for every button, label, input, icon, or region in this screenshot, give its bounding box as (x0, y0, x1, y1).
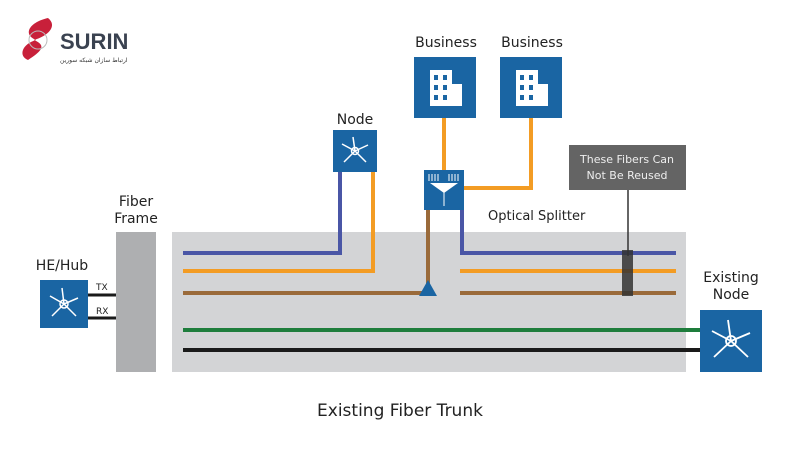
existing-node-label-2: Node (713, 287, 750, 303)
business-1-building-icon (414, 57, 476, 118)
he-hub-network-icon (40, 280, 88, 328)
fiber-frame (116, 232, 156, 372)
business-2-label: Business (501, 35, 563, 51)
reused-fibers-marker (622, 250, 633, 296)
surin-logo: SURIN ارتباط سازان شبکه سورین (22, 18, 128, 64)
optical-splitter-label: Optical Splitter (488, 209, 586, 224)
callout-line-1: These Fibers Can (579, 153, 674, 166)
existing-node-label-1: Existing (703, 270, 758, 286)
existing-node-network-icon (700, 310, 762, 372)
optical-splitter-icon (424, 170, 464, 210)
business-1-label: Business (415, 35, 477, 51)
callout-box (569, 145, 686, 190)
fiber-frame-label-2: Frame (114, 211, 158, 227)
fiber-frame-label-1: Fiber (119, 194, 153, 210)
he-hub-label: HE/Hub (36, 258, 88, 274)
svg-text:SURIN: SURIN (60, 29, 128, 54)
rx-label: RX (96, 307, 108, 317)
tap-triangle-icon (419, 280, 437, 296)
tx-label: TX (95, 283, 108, 293)
fiber-blue-left (183, 170, 342, 255)
fiber-orange-left (183, 170, 375, 273)
fiber-blue-right (460, 208, 676, 255)
fiber-orange-business-2 (462, 118, 533, 190)
svg-text:ارتباط سازان شبکه سورین: ارتباط سازان شبکه سورین (60, 57, 128, 64)
node-label: Node (337, 112, 374, 128)
node-network-icon (333, 130, 377, 172)
callout-line-2: Not Be Reused (587, 169, 668, 182)
business-2-building-icon (500, 57, 562, 118)
trunk-label: Existing Fiber Trunk (317, 401, 483, 421)
